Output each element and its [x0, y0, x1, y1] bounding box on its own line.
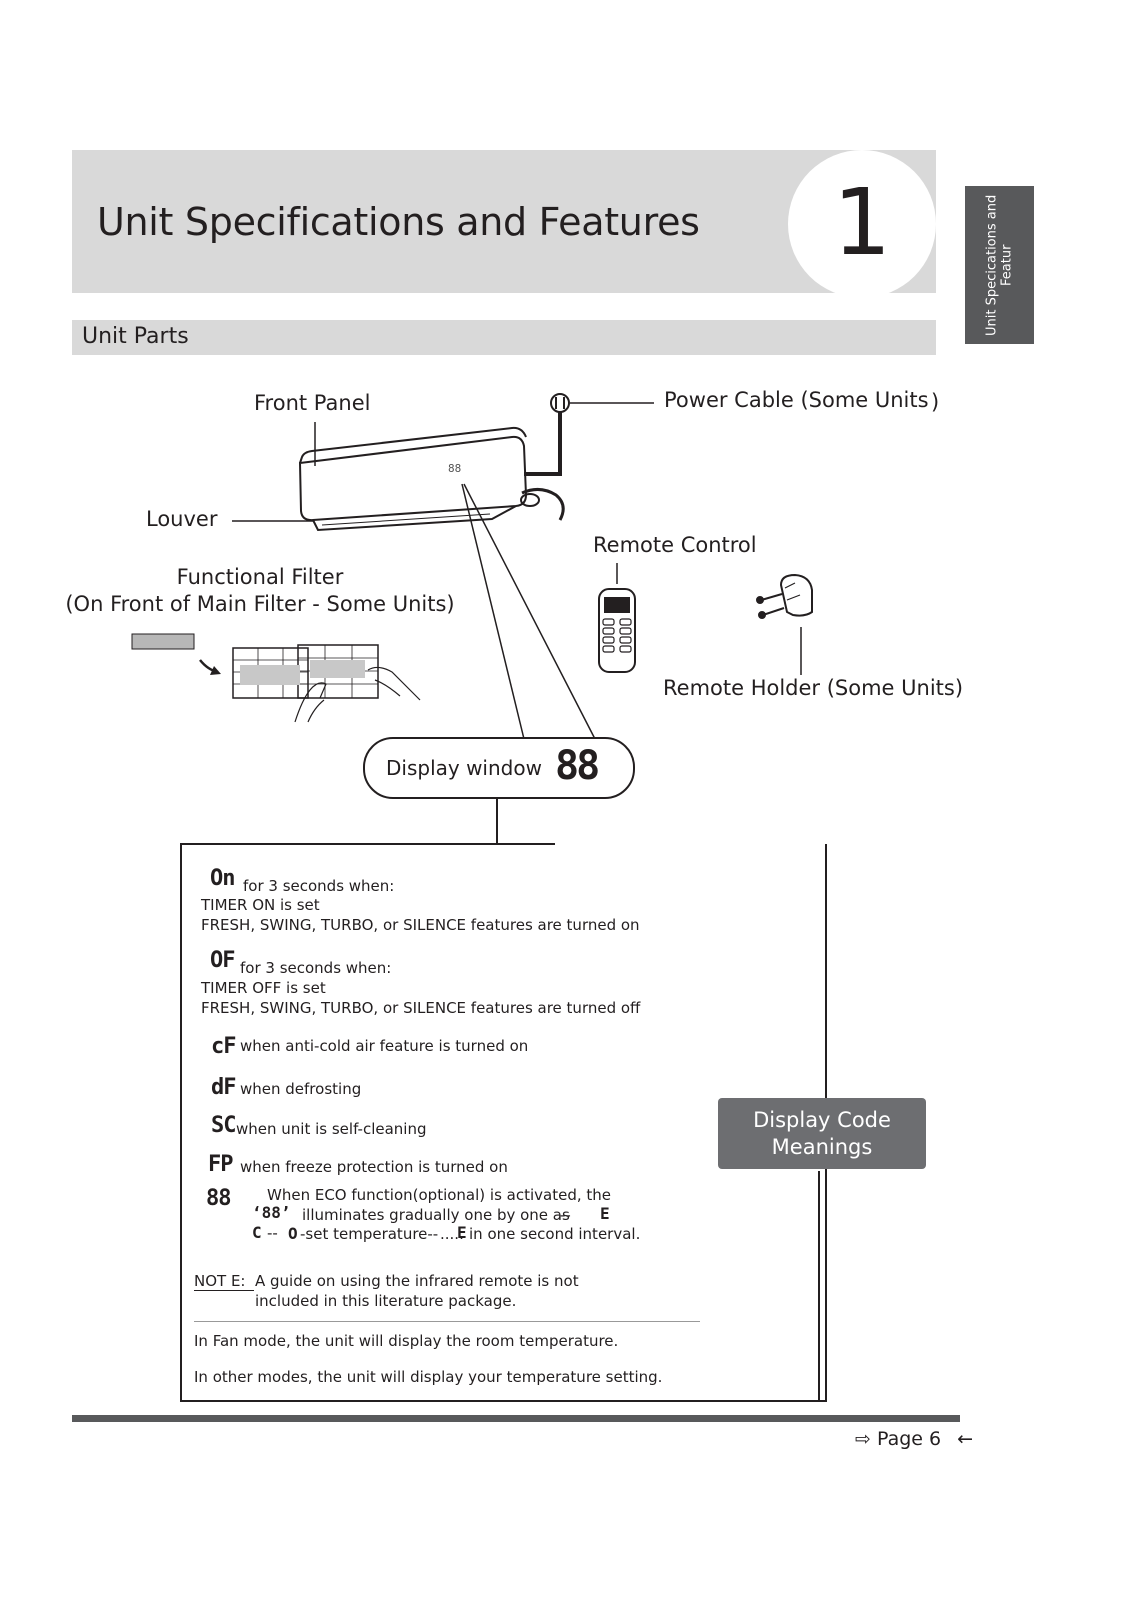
code-cf: cF	[211, 1034, 236, 1059]
power-cable-label: Power Cable (Some Units	[664, 388, 929, 412]
code-eco-dash1: --	[560, 1206, 571, 1224]
code-eco-quote: ‘88’	[252, 1203, 291, 1222]
section-title: Unit Parts	[82, 324, 189, 349]
note-divider	[194, 1321, 700, 1322]
code-eco-e: E	[600, 1204, 610, 1223]
note-label: NOT E:	[194, 1272, 254, 1291]
code-sc-text: when unit is self-cleaning	[236, 1120, 427, 1138]
code-eco-e2: E	[457, 1223, 467, 1242]
chapter-circle	[788, 150, 936, 298]
indoor-unit-top	[299, 426, 527, 464]
code-cf-text: when anti-cold air feature is turned on	[240, 1037, 529, 1055]
display-window-digits: 88	[555, 743, 600, 789]
code-on-when: for 3 seconds when:	[243, 877, 395, 895]
front-panel-label: Front Panel	[254, 391, 371, 415]
hands-icon	[294, 682, 327, 723]
note-line1: A guide on using the infrared remote is …	[255, 1272, 579, 1290]
footer-bar	[72, 1415, 960, 1422]
chapter-number: 1	[832, 169, 892, 276]
code-of-line1: TIMER OFF is set	[201, 979, 326, 997]
badge-line1: Display Code	[753, 1107, 891, 1132]
code-eco-line2: illuminates gradually one by one as	[302, 1206, 570, 1224]
next-arrow-icon[interactable]: ⇨	[855, 1428, 871, 1450]
unit-display-digits: 88	[448, 462, 461, 475]
code-eco-o: O	[288, 1224, 298, 1243]
louver-label: Louver	[146, 507, 218, 531]
code-of: OF	[210, 948, 235, 973]
plug-icon	[550, 393, 570, 413]
page-indicator: ⇨ Page 6 ←	[855, 1428, 973, 1450]
code-on: On	[210, 866, 235, 891]
functional-filter-label: Functional Filter	[176, 565, 344, 589]
main-filter-icon	[232, 647, 309, 699]
indoor-unit-body	[298, 435, 528, 522]
remote-holder-icon	[779, 573, 813, 617]
display-window-callout	[363, 737, 635, 799]
page-title: Unit Specifications and Features	[97, 200, 700, 244]
back-arrow-icon[interactable]: ←	[957, 1428, 974, 1450]
code-eco-line1: When ECO function(optional) is activated…	[267, 1186, 611, 1204]
display-window-label: Display window	[386, 756, 542, 780]
code-of-when: for 3 seconds when:	[240, 959, 392, 977]
page-number: Page 6	[876, 1428, 942, 1450]
note-line2: included in this literature package.	[255, 1292, 517, 1310]
section-bar	[72, 320, 936, 355]
functional-filter-sublabel: (On Front of Main Filter - Some Units)	[65, 592, 455, 616]
code-on-line1: TIMER ON is set	[201, 896, 320, 914]
code-eco: 88	[206, 1186, 231, 1211]
info-box-top-border	[180, 843, 555, 845]
remote-control-label: Remote Control	[593, 533, 757, 557]
power-cable	[524, 412, 562, 476]
louver-slat	[312, 505, 517, 532]
code-eco-line4: in one second interval.	[469, 1225, 641, 1243]
code-eco-dash2: --	[267, 1224, 278, 1242]
code-sc: SC	[211, 1113, 236, 1138]
code-on-line2: FRESH, SWING, TURBO, or SILENCE features…	[201, 916, 640, 934]
code-fp: FP	[208, 1152, 233, 1177]
power-cable-label-close: )	[931, 390, 940, 414]
pipe-icon	[521, 488, 565, 521]
code-eco-dots: .....	[440, 1225, 464, 1243]
code-fp-text: when freeze protection is turned on	[240, 1158, 508, 1176]
badge-line2: Meanings	[771, 1134, 873, 1159]
side-tab[interactable]	[965, 186, 1034, 344]
code-eco-c: C	[252, 1223, 262, 1242]
functional-filter-icon	[131, 633, 195, 650]
code-df: dF	[211, 1075, 236, 1100]
remote-control-icon	[598, 588, 636, 673]
code-df-text: when defrosting	[240, 1080, 362, 1098]
code-of-line2: FRESH, SWING, TURBO, or SILENCE features…	[201, 999, 641, 1017]
other-modes-text: In other modes, the unit will display yo…	[194, 1368, 663, 1386]
display-code-meanings-badge: Display Code Meanings	[718, 1098, 926, 1169]
fan-mode-text: In Fan mode, the unit will display the r…	[194, 1332, 619, 1350]
remote-holder-label: Remote Holder (Some Units)	[663, 676, 964, 700]
code-eco-line3: -set temperature--	[300, 1225, 439, 1243]
